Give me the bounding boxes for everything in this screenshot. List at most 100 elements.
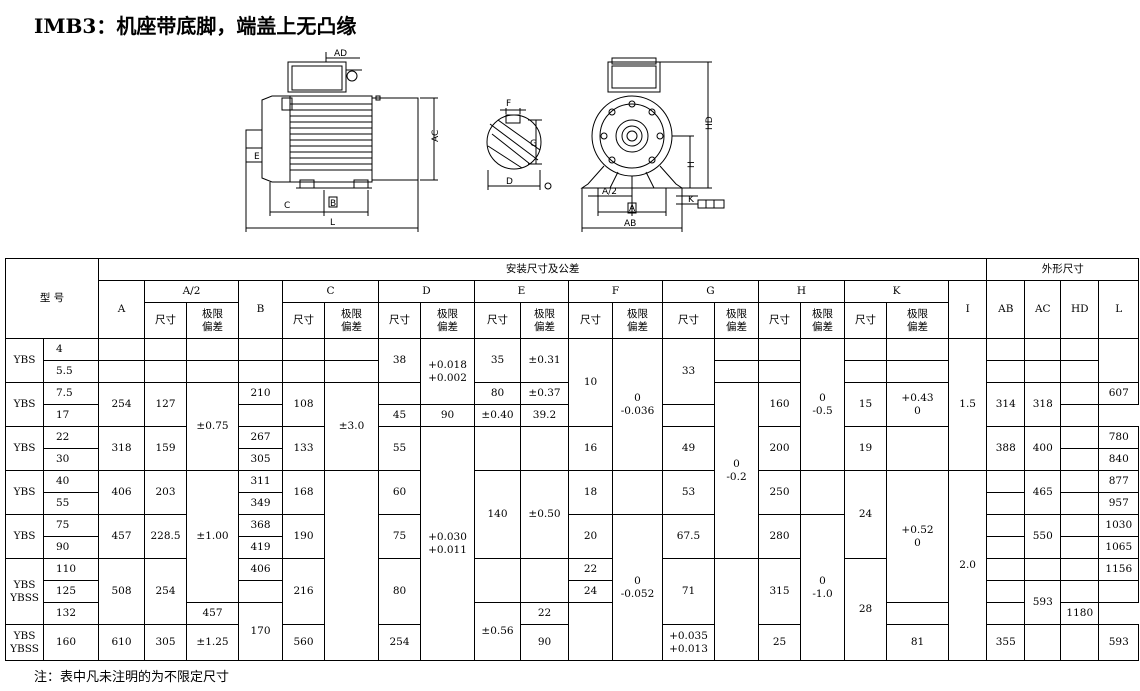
label-c: C	[284, 201, 290, 211]
k-cell: 24	[844, 470, 887, 559]
model-cell: YBS	[5, 470, 44, 515]
l-cell: 1030	[1098, 514, 1140, 537]
a-cell: 610	[98, 624, 145, 661]
header-size: 尺寸	[474, 302, 521, 339]
ac-cell: 318	[1024, 382, 1062, 427]
e-tol-cell: ±0.56	[474, 602, 521, 661]
a-cell: 406	[98, 470, 145, 515]
a2-tol-cell: ±1.00	[186, 470, 239, 603]
label-a: A	[629, 204, 636, 214]
header-d: D	[378, 280, 475, 303]
l-cell: 1156	[1098, 558, 1140, 581]
h-cell: 200	[758, 426, 801, 471]
header-b: B	[238, 280, 283, 339]
l-cell: 1180	[1060, 602, 1100, 625]
power-cell: 55	[43, 492, 99, 515]
header-tolerance: 极限偏差	[714, 302, 759, 339]
power-cell: 30	[43, 448, 99, 471]
a2-cell: 305	[144, 624, 187, 661]
shaft-section-drawing	[486, 108, 552, 190]
motor-drawings: AD AC E C B L F G D	[245, 49, 725, 232]
model-cell: YBS	[5, 514, 44, 559]
model-cell: YBS	[5, 426, 44, 471]
b-cell: 349	[238, 492, 283, 515]
header-g: G	[662, 280, 759, 303]
header-hd: HD	[1060, 280, 1100, 339]
l-cell: 957	[1098, 492, 1140, 515]
label-k: K	[688, 195, 695, 205]
i-cell: 1.5	[947, 338, 988, 471]
label-h: H	[687, 161, 697, 168]
header-tolerance: 极限偏差	[324, 302, 379, 339]
header-size: 尺寸	[844, 302, 887, 339]
shaft-section-labels: F G D	[506, 99, 537, 187]
a2-cell: 127	[144, 382, 187, 427]
header-tolerance: 极限偏差	[520, 302, 569, 339]
f-tol-cell: 0-0.052	[612, 514, 663, 661]
h-tol-cell: 0-1.0	[800, 514, 845, 661]
model-cell: YBS	[5, 382, 44, 427]
header-size: 尺寸	[282, 302, 325, 339]
model-cell: YBS	[5, 338, 44, 383]
b-cell: 457	[186, 602, 239, 625]
header-f: F	[568, 280, 663, 303]
g-cell: 53	[662, 470, 715, 515]
power-cell: 75	[43, 514, 99, 537]
a2-tol-cell: ±0.75	[186, 382, 239, 471]
header-ac: AC	[1024, 280, 1062, 339]
label-f: F	[506, 99, 511, 109]
header-size: 尺寸	[758, 302, 801, 339]
footnote: 注：表中凡未注明的为不限定尺寸	[34, 670, 230, 685]
e-cell: 35	[474, 338, 521, 383]
header-i: I	[947, 280, 988, 339]
h-cell: 160	[758, 382, 801, 427]
a-cell: 318	[98, 426, 145, 471]
a-cell: 457	[98, 514, 145, 559]
side-view-labels: AD AC E C B L	[254, 49, 441, 228]
b-cell: 560	[282, 624, 325, 661]
header-a: A	[98, 280, 145, 339]
power-cell: 22	[43, 426, 99, 449]
label-ac: AC	[431, 130, 441, 142]
ab-cell: 314	[986, 382, 1026, 427]
l-cell: 780	[1098, 426, 1140, 449]
h-cell: 280	[758, 514, 801, 559]
l-cell: 607	[1098, 382, 1140, 405]
d-cell: 60	[378, 470, 421, 515]
c-cell: 190	[282, 514, 325, 559]
header-install: 安装尺寸及公差	[97, 258, 988, 281]
ac-cell: 465	[1024, 470, 1062, 515]
b-cell: 210	[238, 382, 283, 405]
label-b: B	[330, 199, 336, 209]
e-tol-cell: ±0.37	[520, 382, 569, 405]
label-e: E	[254, 152, 260, 162]
c-tol-cell: ±3.0	[324, 382, 379, 471]
header-k: K	[844, 280, 949, 303]
g-cell: 71	[662, 558, 715, 625]
front-view-labels: HD H A/2 A AB K	[602, 116, 715, 229]
f-cell: 20	[568, 514, 613, 559]
ac-cell: 400	[1024, 426, 1062, 471]
g-tol-cell: 0-0.2	[714, 382, 759, 559]
f-cell: 18	[568, 470, 613, 515]
e-tol-cell: ±0.40	[474, 404, 521, 427]
f-cell: 24	[568, 580, 613, 603]
label-ab: AB	[624, 219, 636, 229]
e-cell: 140	[474, 470, 521, 559]
header-size: 尺寸	[378, 302, 421, 339]
header-h: H	[758, 280, 845, 303]
d-cell: 38	[378, 338, 421, 383]
power-cell: 90	[43, 536, 99, 559]
a2-cell: 203	[144, 470, 187, 515]
d-tol-cell: +0.035+0.013	[662, 624, 715, 661]
l-cell: 840	[1098, 448, 1140, 471]
label-hd: HD	[705, 116, 715, 130]
b-cell: 305	[238, 448, 283, 471]
h-tol-cell: 0-0.5	[800, 338, 845, 471]
label-ad: AD	[334, 49, 347, 59]
ac-cell: 593	[1098, 624, 1140, 661]
e-tol-cell: ±0.31	[520, 338, 569, 383]
ac-cell: 593	[1024, 580, 1062, 625]
